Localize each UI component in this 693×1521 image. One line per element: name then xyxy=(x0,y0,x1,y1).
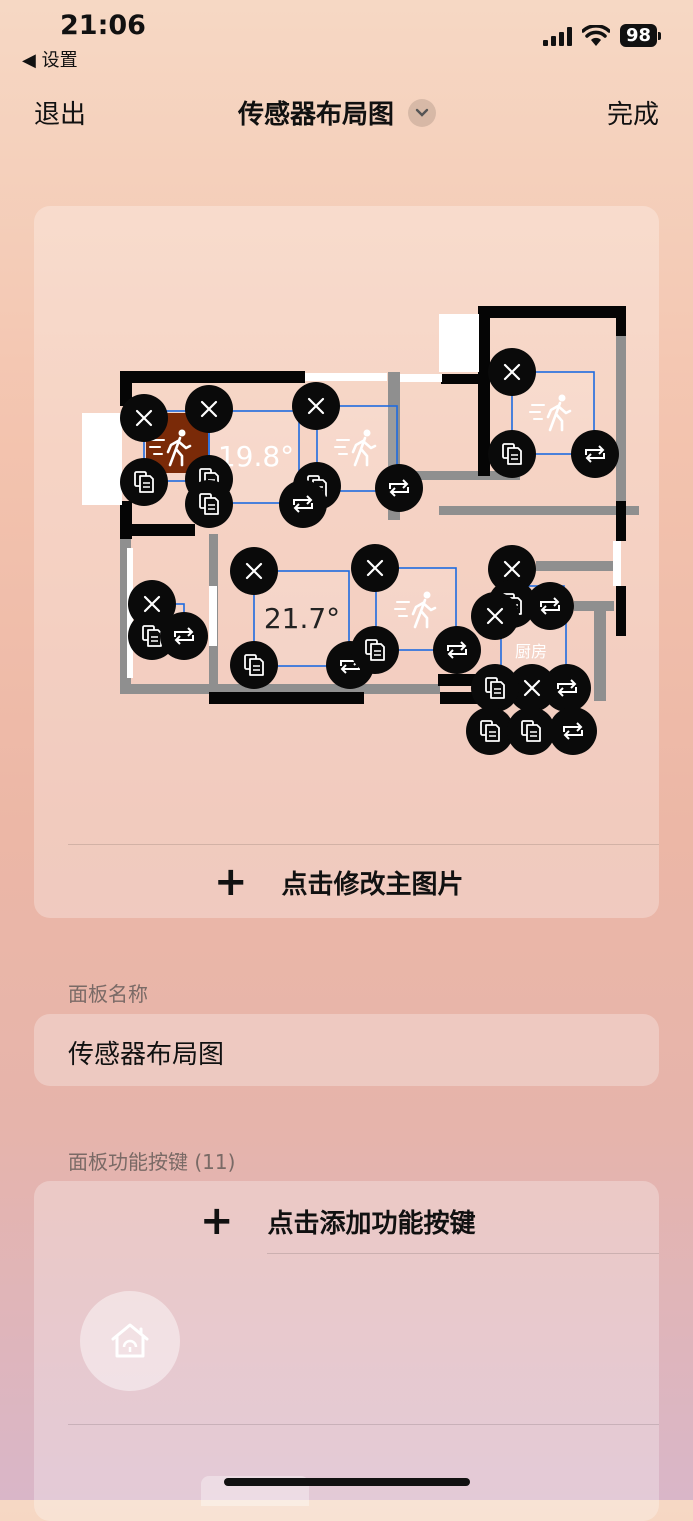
repeat-icon[interactable] xyxy=(278,479,328,529)
repeat-icon[interactable] xyxy=(432,625,482,675)
divider xyxy=(68,1424,659,1425)
done-button[interactable]: 完成 xyxy=(606,100,659,130)
repeat-icon[interactable] xyxy=(159,611,209,661)
exit-button[interactable]: 退出 xyxy=(34,100,87,130)
close-icon[interactable] xyxy=(486,346,538,398)
copy-icon[interactable] xyxy=(350,625,400,675)
close-icon[interactable] xyxy=(290,380,342,432)
divider xyxy=(68,844,659,845)
copy-icon[interactable] xyxy=(487,429,537,479)
wifi-icon xyxy=(581,24,610,46)
home-icon xyxy=(111,1323,149,1358)
copy-icon[interactable] xyxy=(506,706,556,756)
close-icon[interactable] xyxy=(349,542,401,594)
panel-buttons-label: 面板功能按键 (11) xyxy=(68,1150,236,1174)
status-time: 21:06 xyxy=(60,10,146,41)
status-icons: 98 xyxy=(542,24,662,47)
close-icon[interactable] xyxy=(228,545,280,597)
back-app-label: 设置 xyxy=(41,50,78,71)
floorplan-card: 19.8° 21.7° 厨房 xyxy=(34,206,659,918)
floorplan-map: 19.8° 21.7° 厨房 xyxy=(82,306,639,756)
page-title[interactable]: 传感器布局图 xyxy=(238,94,437,131)
panel-name-field[interactable]: 传感器布局图 xyxy=(34,1014,659,1086)
copy-icon[interactable] xyxy=(184,479,234,529)
page-title-text: 传感器布局图 xyxy=(238,100,395,130)
close-icon[interactable] xyxy=(469,590,521,642)
repeat-icon[interactable] xyxy=(570,429,620,479)
room-temperature: 21.7° xyxy=(264,602,340,635)
panel-name-label: 面板名称 xyxy=(68,982,148,1006)
chevron-down-icon[interactable] xyxy=(408,98,437,127)
floorplan-walls-dark xyxy=(120,306,626,704)
battery-indicator: 98 xyxy=(619,24,662,47)
copy-icon[interactable] xyxy=(229,640,279,690)
plus-icon: + xyxy=(200,1198,234,1244)
add-function-label: 点击添加功能按键 xyxy=(267,1208,476,1239)
close-icon[interactable] xyxy=(183,383,235,435)
room-label: 厨房 xyxy=(515,642,547,661)
change-image-label: 点击修改主图片 xyxy=(281,869,464,900)
panel-buttons-card: + 点击添加功能按键 xyxy=(34,1181,659,1521)
change-image-button[interactable]: + 点击修改主图片 xyxy=(214,862,464,902)
home-indicator[interactable] xyxy=(224,1478,470,1486)
home-function-button[interactable] xyxy=(80,1291,180,1391)
copy-icon[interactable] xyxy=(465,706,515,756)
repeat-icon[interactable] xyxy=(548,706,598,756)
copy-icon[interactable] xyxy=(119,457,169,507)
plus-icon: + xyxy=(214,859,248,905)
back-to-app[interactable]: ◀ 设置 xyxy=(22,50,78,71)
close-icon[interactable] xyxy=(118,392,170,444)
room-temperature: 19.8° xyxy=(218,440,294,473)
repeat-icon[interactable] xyxy=(525,581,575,631)
copy-icon[interactable] xyxy=(470,663,520,713)
divider xyxy=(267,1253,659,1254)
panel-name-value: 传感器布局图 xyxy=(68,1040,225,1070)
add-function-button[interactable]: + 点击添加功能按键 xyxy=(200,1201,476,1241)
signal-icon xyxy=(542,26,572,46)
repeat-icon[interactable] xyxy=(542,663,592,713)
repeat-icon[interactable] xyxy=(374,463,424,513)
